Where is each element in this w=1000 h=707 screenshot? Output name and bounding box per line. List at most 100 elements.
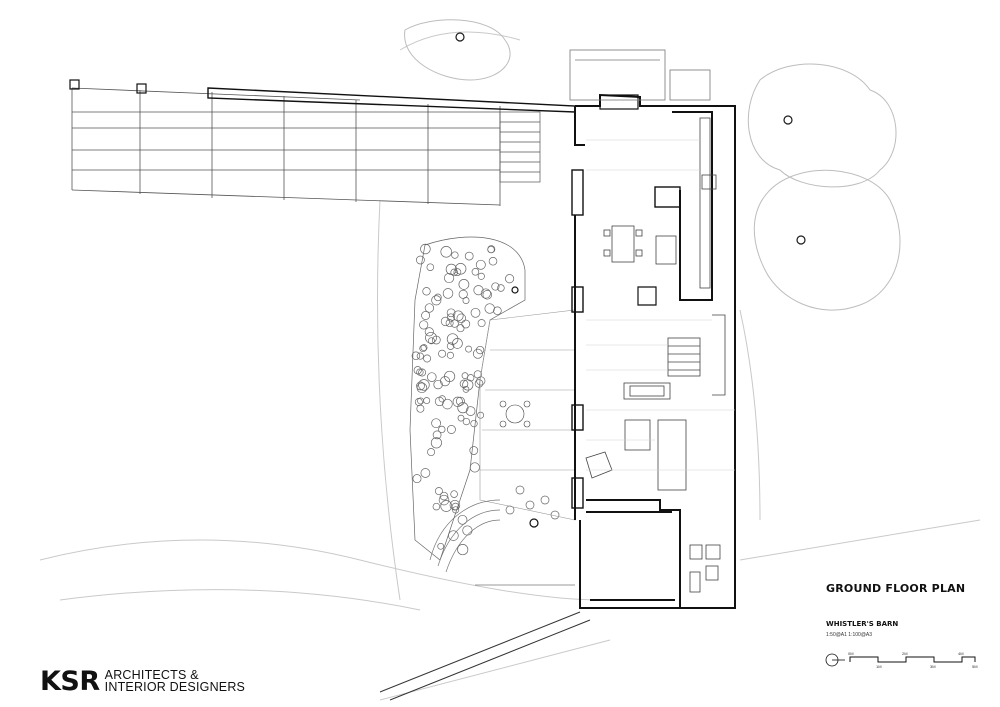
firm-mark: KSR — [40, 665, 100, 697]
shrub — [469, 462, 480, 473]
shrub — [434, 396, 445, 407]
entrance-structure — [569, 49, 711, 101]
shrub — [477, 319, 486, 328]
shrub — [493, 306, 502, 316]
shrub — [458, 279, 470, 290]
shrub — [470, 307, 481, 318]
shrub — [414, 398, 423, 406]
shrub — [457, 402, 469, 414]
shrub — [476, 376, 486, 386]
access-path — [379, 611, 591, 701]
firm-logo: KSR ARCHITECTS & INTERIOR DESIGNERS — [40, 666, 245, 696]
shrub — [450, 268, 458, 277]
shrub — [465, 406, 476, 416]
building-walls — [571, 93, 736, 609]
shrub — [451, 251, 459, 259]
title-block: GROUND FLOOR PLAN — [826, 582, 986, 595]
shrub — [438, 494, 450, 506]
scale-label: 3M — [930, 664, 936, 669]
shrub — [491, 282, 500, 291]
shrub — [474, 379, 484, 388]
tree-canopy — [404, 19, 511, 81]
floor-pattern — [586, 139, 735, 471]
shrub — [525, 500, 535, 510]
shrub — [424, 327, 434, 337]
firm-name-line2: INTERIOR DESIGNERS — [104, 680, 246, 694]
shrub — [505, 274, 515, 284]
shrub — [446, 425, 456, 434]
shrub — [431, 295, 442, 306]
shrub — [457, 414, 465, 422]
shrub — [446, 342, 455, 350]
shrub — [456, 324, 465, 333]
shrub — [461, 319, 471, 329]
terrace-table — [505, 404, 525, 424]
shrub — [448, 530, 459, 541]
shrub — [457, 544, 469, 556]
shrub — [446, 351, 454, 359]
north-arrow — [825, 653, 845, 667]
shrub — [416, 255, 425, 265]
shrub — [462, 386, 470, 393]
shrub — [455, 396, 465, 406]
shrub — [442, 398, 453, 410]
shrub — [453, 268, 462, 276]
shrub — [458, 289, 468, 299]
shrub — [427, 372, 437, 382]
shrub — [432, 430, 442, 440]
shrub — [462, 525, 473, 536]
shrub — [419, 320, 429, 330]
shrub — [449, 499, 461, 511]
kitchen-island — [655, 235, 677, 265]
shrub — [416, 404, 425, 413]
curved-steps — [429, 499, 575, 586]
shrub — [442, 288, 454, 299]
shrub — [540, 495, 550, 505]
shrub — [439, 491, 449, 501]
shrub — [426, 263, 435, 271]
tree-trunk — [783, 115, 793, 125]
kitchen-counter — [699, 117, 711, 289]
shrub — [480, 288, 491, 299]
internal-stair — [667, 337, 701, 377]
shrub — [475, 259, 486, 270]
shrub — [440, 246, 452, 258]
shrub — [421, 311, 431, 320]
armchair-sofa — [657, 419, 687, 491]
shrub — [488, 257, 498, 266]
pergola-structure — [69, 79, 501, 206]
shrub — [440, 316, 451, 327]
shrub — [456, 313, 467, 324]
shrub — [423, 354, 432, 363]
tree-trunk — [796, 235, 806, 245]
shrub — [505, 505, 515, 515]
shrub — [440, 376, 451, 387]
shrub — [462, 379, 474, 391]
shrub — [438, 349, 447, 358]
shrub — [467, 374, 475, 382]
shrub — [425, 331, 437, 344]
shrub — [465, 345, 473, 353]
shrub — [515, 485, 525, 495]
shrub — [438, 425, 446, 434]
shrub — [450, 319, 459, 328]
shrub — [418, 368, 427, 377]
shrub — [438, 395, 446, 403]
shrub — [430, 437, 442, 449]
scale-label: 0M — [848, 651, 854, 656]
shrub — [419, 344, 427, 353]
shrub — [420, 344, 428, 352]
external-stair — [499, 111, 541, 183]
shrub — [427, 337, 435, 345]
shrub — [411, 351, 421, 361]
shrub — [413, 366, 422, 375]
shrub — [452, 506, 460, 514]
shrub — [432, 502, 441, 511]
shrub — [431, 418, 441, 429]
shrub — [424, 303, 435, 313]
shrub — [462, 417, 471, 426]
shrub — [457, 514, 468, 525]
pergola-beam — [207, 87, 576, 113]
shrub — [450, 490, 458, 498]
scale-label: 5M — [972, 664, 978, 669]
